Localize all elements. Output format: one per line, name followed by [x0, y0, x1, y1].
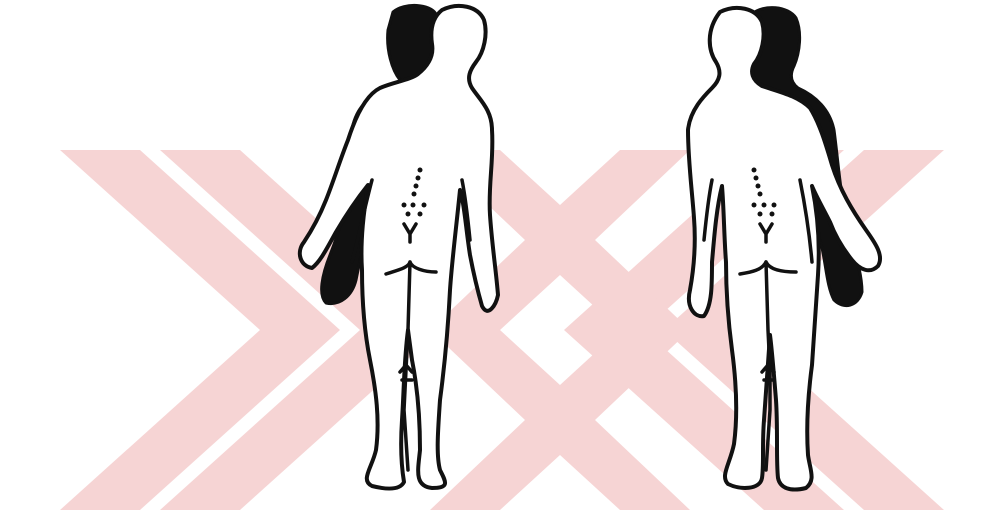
- back-view-figure-right: [0, 0, 1004, 522]
- diagram-canvas: [0, 0, 1004, 522]
